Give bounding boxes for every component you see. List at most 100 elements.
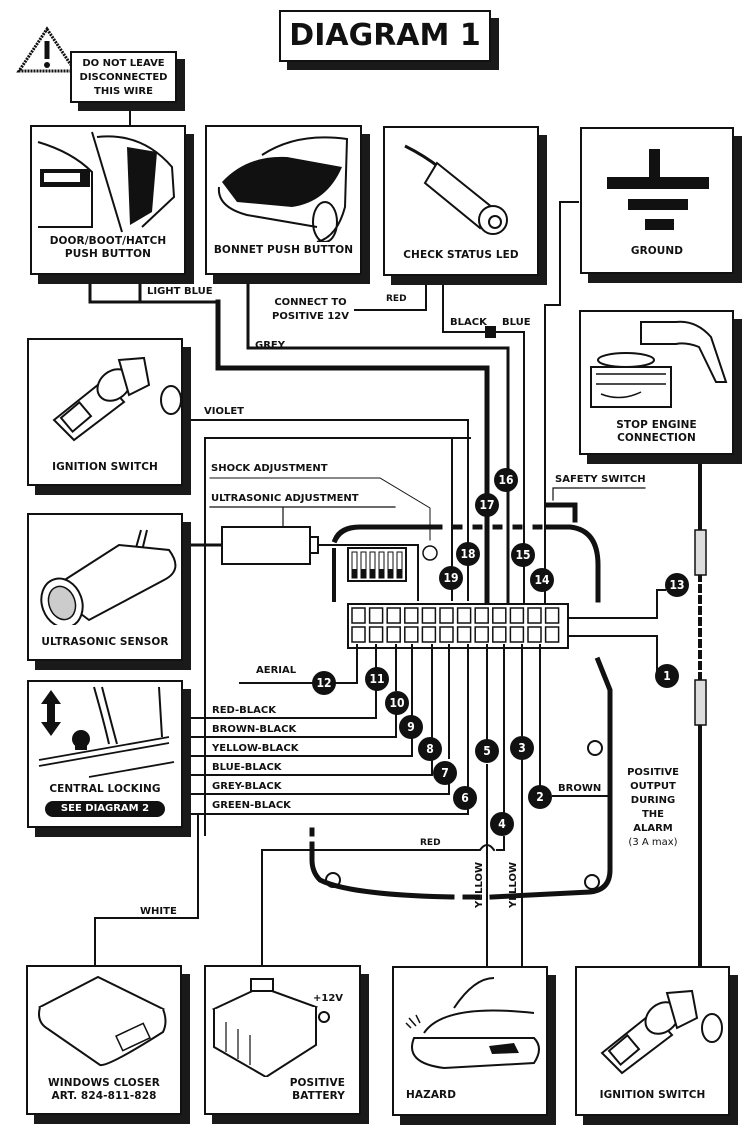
ignition-switch-bottom-box[interactable]: IGNITION SWITCH xyxy=(575,966,730,1116)
wire-2 xyxy=(539,644,611,797)
connector-cells xyxy=(351,607,560,643)
safety-leader xyxy=(552,487,646,501)
label-line: BONNET PUSH BUTTON xyxy=(213,244,354,256)
led-icon xyxy=(404,144,508,235)
connector-cell xyxy=(421,626,437,643)
wire-red-black xyxy=(182,689,377,719)
central-locking-box[interactable]: CENTRAL LOCKING SEE DIAGRAM 2 xyxy=(27,680,183,828)
label-line: CHECK STATUS LED xyxy=(403,249,519,261)
wire-label-red-black: RED-BLACK xyxy=(212,705,276,716)
connector-cell xyxy=(456,607,472,624)
connector-cell xyxy=(544,626,560,643)
dip-toggle xyxy=(361,569,366,578)
safety-switch-bracket xyxy=(545,502,578,523)
pin-1: 1 xyxy=(655,664,679,688)
dip-toggle xyxy=(379,569,384,578)
connector-cell xyxy=(509,607,525,624)
wire-loop xyxy=(204,437,471,836)
label-ultrasonic-adjustment: ULTRASONIC ADJUSTMENT xyxy=(211,493,359,504)
ignition-key-icon xyxy=(600,989,723,1075)
wire-label-aerial: AERIAL xyxy=(256,665,297,676)
label-line: GROUND xyxy=(630,245,684,257)
connector-cell xyxy=(492,607,507,624)
shock-leader xyxy=(209,477,431,541)
car-door-icon xyxy=(37,131,176,233)
mount-hole xyxy=(587,740,603,756)
mount-hole xyxy=(325,872,341,888)
wire-white xyxy=(94,813,199,966)
pin-10: 10 xyxy=(385,691,409,715)
label-line: HAZARD xyxy=(406,1089,457,1101)
battery-terminal-label: +12V xyxy=(313,993,344,1004)
wire-label-grey: GREY xyxy=(255,340,285,351)
wire-13 xyxy=(567,589,666,619)
wire-red-led xyxy=(354,281,427,311)
dip-slot xyxy=(378,551,385,579)
wire-label-violet: VIOLET xyxy=(204,406,244,417)
note-line: (3 A max) xyxy=(628,837,678,848)
connector-cell xyxy=(527,626,542,643)
door-lock-icon xyxy=(38,686,175,778)
wire-11-12-trunk xyxy=(375,644,397,691)
label-line: DOOR/BOOT/HATCH xyxy=(49,235,167,247)
wire-label-grey-black: GREY-BLACK xyxy=(212,781,282,792)
ultrasonic-sensor-box[interactable]: ULTRASONIC SENSOR xyxy=(27,513,183,661)
wire-light-blue-main xyxy=(215,299,490,618)
wire-violet xyxy=(182,419,469,601)
ultrasonic-module xyxy=(221,526,311,565)
hazard-box[interactable]: HAZARD xyxy=(392,966,548,1116)
diagram-title: DIAGRAM 1 xyxy=(279,10,491,62)
pin-18: 18 xyxy=(456,542,480,566)
warning-line: DISCONNECTED xyxy=(79,72,168,83)
dip-slot xyxy=(360,551,367,579)
pin-9: 9 xyxy=(399,715,423,739)
pin-15: 15 xyxy=(511,543,535,567)
wire-yellow-black xyxy=(182,644,413,757)
pin-3: 3 xyxy=(510,736,534,760)
dip-slot xyxy=(396,551,403,579)
connector-cell xyxy=(527,607,542,624)
see-diagram-2-button[interactable]: SEE DIAGRAM 2 xyxy=(45,801,165,817)
pin-6: 6 xyxy=(453,786,477,810)
bonnet-push-button-box[interactable]: BONNET PUSH BUTTON xyxy=(205,125,362,275)
wire-brown-black xyxy=(182,711,397,738)
label-line: CONNECTION xyxy=(617,432,696,444)
connector-cell xyxy=(439,607,454,624)
wire-black-blue xyxy=(442,281,525,616)
check-status-led-box[interactable]: CHECK STATUS LED xyxy=(383,126,539,276)
note-line: THE xyxy=(641,809,665,820)
wire-label-blue-black: BLUE-BLACK xyxy=(212,762,282,773)
wire-label-yellow-black: YELLOW-BLACK xyxy=(212,743,299,754)
dip-toggle xyxy=(370,569,375,578)
wire-4 xyxy=(496,644,505,851)
ground-box[interactable]: GROUND xyxy=(580,127,734,274)
warning-line: DO NOT LEAVE xyxy=(82,58,165,69)
wire-label-brown-black: BROWN-BLACK xyxy=(212,724,297,735)
dip-switch-toggles xyxy=(351,551,403,579)
module-box-icon xyxy=(38,975,167,1067)
ground-symbol-icon xyxy=(607,149,709,230)
connector-cell xyxy=(368,607,384,624)
pin-17: 17 xyxy=(475,493,499,517)
label-line: IGNITION SWITCH xyxy=(52,461,158,473)
dip-slot xyxy=(369,551,376,579)
positive-output-note: POSITIVE OUTPUT DURING THE ALARM (3 A ma… xyxy=(618,766,688,850)
module-outline-lower xyxy=(309,656,613,900)
engine-icon xyxy=(590,320,728,408)
wire-splice xyxy=(485,326,496,338)
ignition-switch-top-box[interactable]: IGNITION SWITCH xyxy=(27,338,183,486)
note-line: POSITIVE xyxy=(627,767,679,778)
connector-cell xyxy=(351,607,366,624)
connector-cell xyxy=(474,626,489,643)
pin-8: 8 xyxy=(418,737,442,761)
fuse-holder xyxy=(694,529,707,576)
pin-13: 13 xyxy=(665,573,689,597)
connector-cell xyxy=(386,626,401,643)
warning-triangle-icon xyxy=(16,26,78,73)
label-line: CENTRAL LOCKING xyxy=(49,783,161,795)
